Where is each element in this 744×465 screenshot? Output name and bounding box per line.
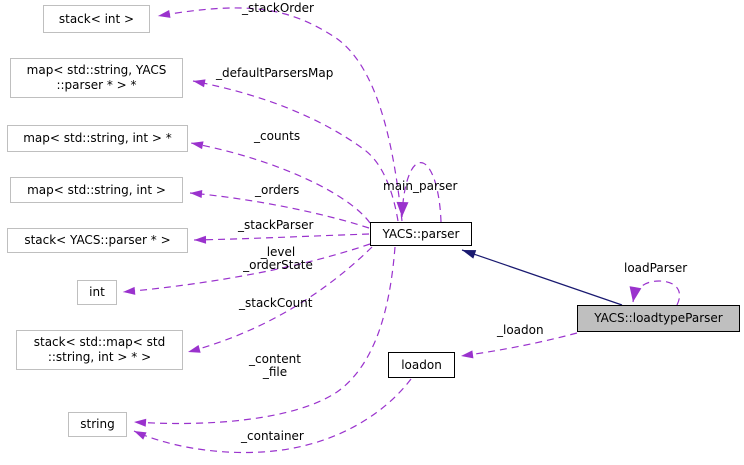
edge-load-parser-selfloop <box>629 280 681 306</box>
node-label: map< std::string, int > <box>27 182 166 197</box>
edge-default-parsers-map <box>192 79 399 222</box>
edge-label-stack-count: _stackCount <box>239 296 313 310</box>
edge-level-order-state <box>122 243 371 295</box>
edge-label-load-parser: loadParser <box>624 261 688 275</box>
node-label: ::string, int > * > <box>47 350 152 364</box>
node-map-string-int-ptr: map< std::string, int > * <box>7 125 188 152</box>
node-label: map< std::string, int > * <box>23 131 172 145</box>
edge-label-main-parser: main_parser <box>383 179 458 193</box>
node-loadon[interactable]: loadon <box>388 352 455 378</box>
node-yacs-loadtypeparser: YACS::loadtypeParser <box>577 305 740 332</box>
node-label: YACS::loadtypeParser <box>594 311 723 325</box>
edge-main-parser-selfloop <box>396 162 442 223</box>
node-int: int <box>77 280 117 305</box>
node-label: map< std::string, YACS <box>26 63 167 77</box>
edge-orders <box>189 190 370 229</box>
edge-inheritance <box>461 249 623 306</box>
edge-label-stack-order: _stackOrder <box>242 1 314 15</box>
edge-content-file <box>133 246 396 427</box>
node-label: stack< YACS::parser * > <box>24 233 171 247</box>
node-label: ::parser * > * <box>56 78 137 92</box>
edge-label-level: _level <box>260 245 296 259</box>
edge-label-level-order-state: _level _orderState <box>236 246 320 272</box>
edge-stack-count <box>187 246 373 353</box>
edge-stack-parser <box>193 233 370 244</box>
node-map-string-yacs-parser: map< std::string, YACS ::parser * > * <box>10 58 183 98</box>
node-label: string <box>80 417 115 431</box>
edge-label-stack-parser: _stackParser <box>238 218 314 232</box>
node-label: int <box>89 285 105 299</box>
node-label: YACS::parser <box>382 226 460 241</box>
node-stack-map-string-int: stack< std::map< std ::string, int > * > <box>16 330 183 370</box>
edge-label-orders: _orders <box>255 183 300 197</box>
edge-label-loadon: _loadon <box>497 323 544 337</box>
edge-label-default-parsers-map: _defaultParsersMap <box>216 66 334 80</box>
node-stack-yacs-parser: stack< YACS::parser * > <box>7 228 188 253</box>
node-stack-int: stack< int > <box>43 5 150 33</box>
edge-counts <box>190 141 371 224</box>
edge-label-content-file: _content _file <box>243 353 307 379</box>
edge-label-file: _file <box>262 365 288 379</box>
node-label: stack< int > <box>58 11 135 26</box>
node-string: string <box>68 412 127 437</box>
node-label: loadon <box>401 357 442 372</box>
edge-label-order-state: _orderState <box>243 258 313 272</box>
node-yacs-parser[interactable]: YACS::parser <box>370 222 472 246</box>
edge-stack-order <box>157 7 403 222</box>
edge-label-content: _content <box>249 352 301 366</box>
edge-container <box>133 378 412 454</box>
edge-label-container: _container <box>241 429 304 443</box>
edge-label-counts: _counts <box>254 129 301 143</box>
node-label: stack< std::map< std <box>33 335 166 349</box>
node-map-string-int: map< std::string, int > <box>10 177 183 203</box>
